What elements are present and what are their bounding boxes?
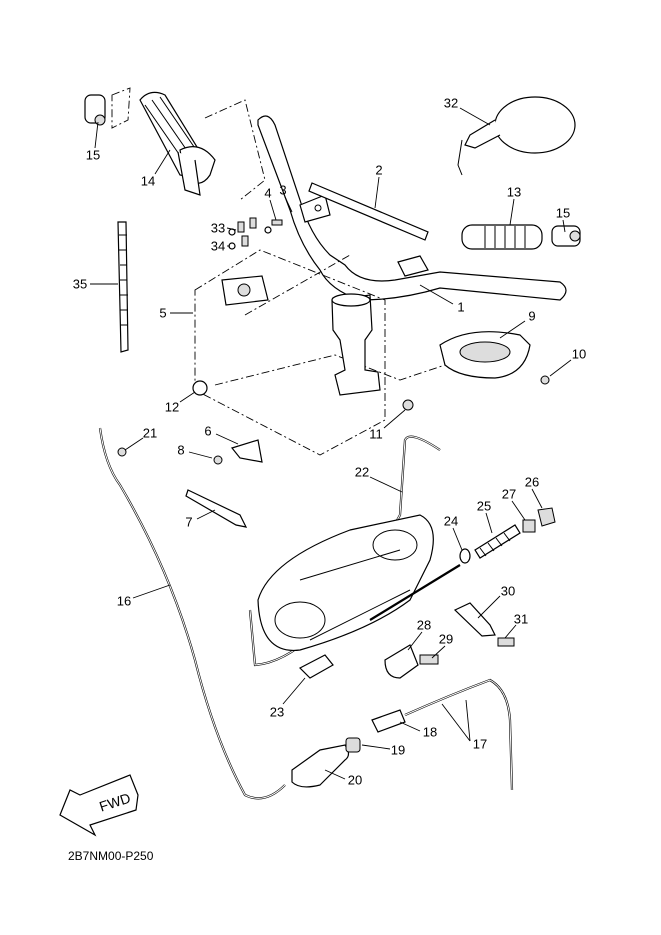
part-18 <box>371 709 406 733</box>
part-washer-24 <box>459 548 471 564</box>
part-band-7 <box>185 489 248 528</box>
part-bracket-30 <box>453 602 496 637</box>
callout-16: 16 <box>116 593 132 609</box>
callout-7: 7 <box>185 514 193 530</box>
callout-1: 1 <box>457 299 465 315</box>
fwd-arrow-icon: FWD <box>59 774 139 837</box>
part-nut-26 <box>537 507 556 527</box>
callout-6: 6 <box>204 423 212 439</box>
callout-3: 3 <box>279 182 287 198</box>
part-bracket-3 <box>299 194 331 223</box>
part-27 <box>522 519 536 533</box>
callout-23: 23 <box>269 704 285 720</box>
part-cable-17 <box>404 678 514 791</box>
callout-33: 33 <box>210 220 226 236</box>
callout-15-left: 15 <box>85 147 101 163</box>
dash-line <box>214 344 481 386</box>
callout-11: 11 <box>369 426 383 442</box>
callout-10: 10 <box>571 346 587 362</box>
callout-12: 12 <box>164 399 180 415</box>
leader-lines <box>90 107 572 780</box>
part-holder-5 <box>221 275 269 306</box>
callout-27: 27 <box>501 486 517 502</box>
part-clip-23 <box>298 654 334 679</box>
part-throttle-20 <box>291 744 350 788</box>
callout-24: 24 <box>443 513 459 529</box>
callout-5: 5 <box>159 305 167 321</box>
dash-line <box>111 87 131 129</box>
callout-2: 2 <box>375 162 383 178</box>
part-bolt-29 <box>419 654 439 665</box>
callout-35: 35 <box>72 276 88 292</box>
callout-4: 4 <box>264 185 272 201</box>
callout-14: 14 <box>140 173 156 189</box>
callout-17: 17 <box>472 736 488 752</box>
part-grip-14 <box>139 91 216 196</box>
callout-20: 20 <box>347 772 363 788</box>
callout-31: 31 <box>513 611 529 627</box>
part-crankcase-cover <box>257 514 434 651</box>
part-bolt-31 <box>497 637 515 647</box>
callout-13: 13 <box>506 184 522 200</box>
part-spring-25 <box>474 524 521 559</box>
callout-26: 26 <box>524 474 540 490</box>
callout-32: 32 <box>443 95 459 111</box>
diagram-code: 2B7NM00-P250 <box>68 849 154 863</box>
part-grip-end-15-left <box>84 94 106 126</box>
part-bracket-6 <box>230 439 263 463</box>
part-cable-tie-35 <box>117 221 129 353</box>
callout-25: 25 <box>476 498 492 514</box>
part-rod-2 <box>308 182 429 241</box>
callout-21: 21 <box>142 425 158 441</box>
part-bolts-33-34 <box>228 217 283 250</box>
part-grip-13 <box>461 224 543 250</box>
callout-9: 9 <box>528 308 536 324</box>
part-cover-9 <box>439 331 531 379</box>
part-steering-column <box>331 293 381 396</box>
callout-34: 34 <box>210 238 226 254</box>
callout-29: 29 <box>438 631 454 647</box>
callout-19: 19 <box>390 742 406 758</box>
dash-line <box>244 254 351 316</box>
callout-30: 30 <box>500 583 516 599</box>
callout-18: 18 <box>422 724 438 740</box>
part-19 <box>345 737 361 753</box>
part-clamp <box>397 255 429 277</box>
part-mirror-32 <box>457 96 576 176</box>
part-screws <box>117 375 550 465</box>
callout-15-right: 15 <box>555 205 571 221</box>
callout-22: 22 <box>354 464 370 480</box>
dash-line <box>204 99 266 201</box>
part-cable-16 <box>98 427 286 800</box>
part-bracket-28 <box>384 644 419 679</box>
part-cable-end <box>369 564 461 621</box>
callout-8: 8 <box>177 442 185 458</box>
callout-28: 28 <box>416 617 432 633</box>
part-grip-end-15-right <box>551 225 581 247</box>
